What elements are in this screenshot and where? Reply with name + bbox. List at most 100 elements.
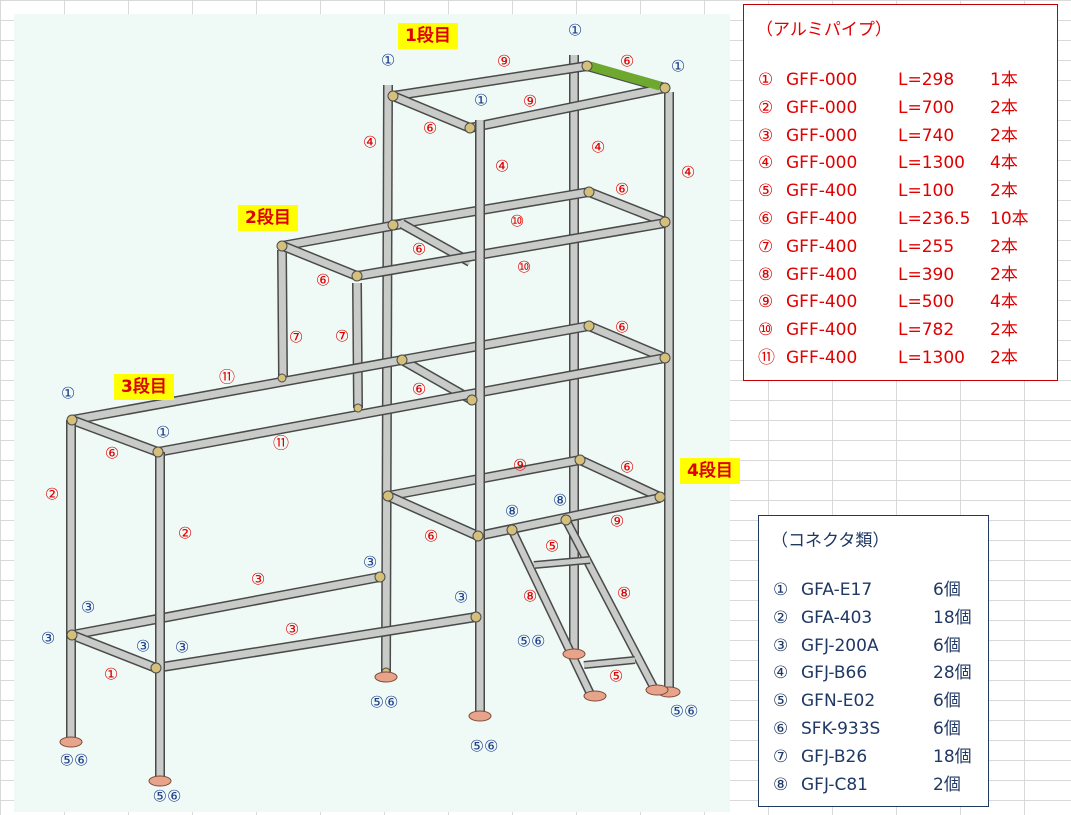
pipe-number-label: ⑥ — [105, 444, 119, 463]
pipe-number-label: ④ — [591, 138, 605, 157]
pipe — [281, 220, 403, 250]
connector-number-label: ① — [61, 384, 75, 403]
pipe-number-label: ① — [104, 665, 118, 684]
pipe — [401, 322, 590, 364]
connector-list-title: （コネクタ類） — [771, 531, 890, 551]
joint — [472, 530, 484, 542]
joint — [66, 629, 78, 641]
pipe-number-label: ⑤ — [609, 667, 623, 686]
pipe-qty: 10本 — [990, 209, 1029, 229]
connector-code: GFJ-B66 — [801, 663, 868, 684]
pipe-number-label: ⑪ — [219, 368, 235, 387]
connector-no: ③ — [773, 635, 789, 656]
joint — [150, 662, 162, 674]
joint — [470, 611, 482, 623]
pipe-number-label: ⑦ — [289, 328, 303, 347]
pipe-no: ① — [758, 70, 774, 90]
connector-qty: 6個 — [933, 635, 961, 656]
connector-no: ④ — [773, 663, 789, 684]
joint — [152, 446, 164, 458]
joint — [466, 394, 478, 406]
pipe-number-label: ⑨ — [513, 456, 527, 475]
connector-number-label: ⑤⑥ — [670, 702, 699, 721]
pipe-no: ④ — [758, 153, 774, 174]
pipe-qty: 2本 — [990, 236, 1018, 257]
connector-number-label: ① — [474, 91, 488, 110]
foot — [583, 690, 607, 702]
foot — [148, 775, 172, 787]
pipe-number-label: ⑩ — [510, 212, 524, 231]
joint — [583, 320, 595, 332]
pipe-number-label: ② — [178, 524, 192, 543]
pipe-code: GFF-400 — [786, 264, 858, 285]
pipe-qty: 2本 — [990, 348, 1018, 368]
pipe-code: GFF-000 — [786, 153, 858, 174]
connector-code: GFJ-B26 — [801, 746, 868, 767]
connector-no: ② — [773, 607, 789, 628]
foot — [468, 710, 492, 722]
pipe-qty: 2本 — [990, 125, 1018, 146]
pipe — [509, 528, 593, 695]
joint — [277, 373, 287, 383]
pipe-number-label: ④ — [495, 157, 509, 176]
connector-qty: 28個 — [933, 663, 972, 684]
joint — [464, 122, 476, 134]
pipe — [71, 356, 403, 424]
connector-code: GFA-E17 — [801, 580, 873, 600]
pipe-number-label: ⑨ — [497, 52, 511, 71]
connector-number-label: ① — [381, 51, 395, 70]
pipe-no: ⑨ — [758, 292, 774, 313]
pipe-number-label: ⑥ — [620, 52, 634, 71]
connector-no: ⑤ — [773, 691, 789, 712]
pipe-qty: 2本 — [990, 320, 1018, 341]
connector-number-label: ③ — [136, 637, 150, 656]
pipe-number-label: ⑥ — [615, 180, 629, 199]
joint — [574, 454, 586, 466]
pipe-number-label: ④ — [363, 133, 377, 152]
connector-number-label: ⑤⑥ — [470, 737, 499, 756]
connector-no: ⑧ — [773, 774, 789, 795]
pipe — [356, 219, 666, 280]
pipe-number-label: ⑧ — [523, 587, 537, 606]
joint — [659, 82, 671, 94]
pipe — [70, 631, 158, 672]
pipe-length: L=1300 — [898, 153, 965, 174]
pipe-number-label: ⑥ — [316, 271, 330, 290]
pipe-code: GFF-400 — [786, 348, 858, 368]
pipe-code: GFF-000 — [786, 97, 858, 118]
pipe — [469, 84, 666, 132]
pipe — [587, 322, 667, 362]
pipe-length: L=1300 — [898, 348, 965, 368]
pipe-qty: 2本 — [990, 97, 1018, 118]
pipe-length: L=782 — [898, 320, 955, 341]
joint — [382, 490, 394, 502]
pipe-number-label: ⑨ — [610, 512, 624, 531]
pipe — [578, 456, 662, 501]
connector-number-label: ③ — [175, 638, 189, 657]
pipe-qty: 4本 — [990, 153, 1018, 174]
pipe-qty: 2本 — [990, 181, 1018, 202]
joint — [387, 219, 399, 231]
connector-number-label: ③ — [81, 598, 95, 617]
connector-number-label: ① — [671, 57, 685, 76]
joint — [387, 90, 399, 102]
connector-number-label: ⑤⑥ — [370, 693, 399, 712]
joint — [659, 352, 671, 364]
connector-code: SFK-933S — [801, 719, 881, 739]
connector-qty: 6個 — [933, 691, 961, 712]
pipe-no: ② — [758, 97, 774, 118]
connector-qty: 2個 — [933, 774, 961, 795]
connector-number-label: ① — [156, 423, 170, 442]
pipe — [392, 62, 588, 100]
joint — [583, 186, 595, 198]
pipe — [278, 249, 287, 379]
joint — [659, 216, 671, 228]
pipe — [157, 354, 666, 456]
pipe-code: GFF-400 — [786, 236, 858, 257]
tier-label-4: 4段目 — [680, 458, 740, 484]
connector-number-label: ③ — [41, 629, 55, 648]
pipe-list-title: （アルミパイプ） — [756, 20, 892, 40]
pipe-code: GFF-400 — [786, 181, 858, 202]
